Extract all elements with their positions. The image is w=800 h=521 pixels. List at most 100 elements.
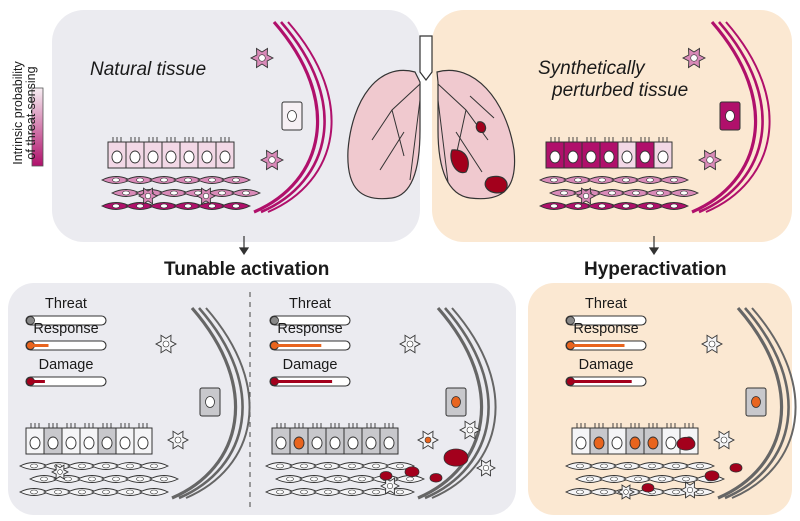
epithelial-cell <box>61 423 81 455</box>
tunable-low-damage-gauge <box>25 376 107 387</box>
fiber-bundle <box>253 20 333 214</box>
tunable-high-response-label: Response <box>277 321 343 337</box>
epithelial-cell <box>571 423 591 455</box>
epithelial-cell <box>133 423 153 455</box>
perturbed-tissue-illustration <box>538 20 771 214</box>
epithelial-cell <box>343 423 363 455</box>
fiber-cell <box>281 101 303 131</box>
fiber-cell <box>719 101 741 131</box>
tunable-activation-panel <box>8 283 516 515</box>
fiber-bundle <box>717 306 797 500</box>
epithelial-cell <box>599 137 619 169</box>
tunable-low-tissue-illustration <box>18 306 251 500</box>
tunable-low-threat-gauge <box>25 315 107 326</box>
tunable-low-response-label: Response <box>33 321 99 337</box>
epithelial-cell <box>653 137 673 169</box>
immune-cell <box>399 334 421 354</box>
tunable-low-response-fill <box>30 344 49 347</box>
hyper-response-label: Response <box>573 321 639 337</box>
epithelial-cell <box>43 423 63 455</box>
damage-lesion <box>704 470 720 482</box>
fiber-cell <box>745 387 767 417</box>
tunable-high-damage-gauge <box>269 376 351 387</box>
damage-lesion <box>729 463 743 473</box>
immune-cell <box>713 430 735 450</box>
stromal-layer <box>538 176 700 210</box>
perturbed-tissue-label-line1: Synthetically <box>538 58 645 79</box>
natural-tissue-panel <box>52 10 420 242</box>
perturbed-tissue-label-line2: perturbed tissue <box>552 80 689 101</box>
tunable-high-threat-gauge <box>269 315 351 326</box>
hyper-threat-gauge <box>565 315 647 326</box>
epithelial-cell <box>545 137 565 169</box>
hyper-damage-fill <box>570 380 632 383</box>
fiber-cell <box>445 387 467 417</box>
epithelial-cell <box>379 423 399 455</box>
tunable-low-threat-fill <box>30 319 35 322</box>
immune-cell <box>250 47 274 69</box>
tunable-high-response-fill <box>274 344 322 347</box>
epithelial-cell <box>215 137 235 169</box>
damage-lesion <box>429 473 443 483</box>
hyper-damage-label: Damage <box>578 357 634 373</box>
epithelial-cell <box>661 423 681 455</box>
damage-lesion <box>676 436 696 451</box>
tunable-high-damage-label: Damage <box>282 357 338 373</box>
epithelial-cell <box>581 137 601 169</box>
hyper-response-fill <box>570 344 625 347</box>
immune-cell <box>617 484 635 500</box>
epithelial-cell <box>179 137 199 169</box>
immune-cell <box>155 334 177 354</box>
epithelial-cell <box>607 423 627 455</box>
damage-lesion <box>443 448 469 467</box>
epithelial-cell <box>563 137 583 169</box>
tunable-high-damage-fill <box>274 380 333 383</box>
epithelial-cell <box>143 137 163 169</box>
tunable-high-threat-fill <box>274 319 279 322</box>
epithelial-cell <box>643 423 663 455</box>
fiber-bundle <box>417 306 497 500</box>
immune-cell <box>260 149 284 171</box>
tunable-high-tissue-illustration <box>264 306 497 500</box>
hyperactivation-heading: Hyperactivation <box>584 259 727 280</box>
immune-cell <box>576 187 596 205</box>
immune-cell <box>380 477 400 495</box>
tunable-low-threat-label: Threat <box>45 296 87 312</box>
immune-cell <box>417 430 439 450</box>
epithelial-cell <box>361 423 381 455</box>
epithelial-cell <box>617 137 637 169</box>
epithelial-cell <box>161 137 181 169</box>
epithelial-cell <box>107 137 127 169</box>
arrow-natural-down <box>238 236 250 256</box>
immune-cell <box>682 47 706 69</box>
natural-tissue-illustration <box>100 20 333 214</box>
epithelial-cell <box>79 423 99 455</box>
perturbed-tissue-panel <box>432 10 792 242</box>
natural-tissue-label: Natural tissue <box>90 59 207 80</box>
hyper-threat-fill <box>570 319 575 322</box>
fiber-bundle <box>691 20 771 214</box>
epithelial-cell <box>25 423 45 455</box>
epithelial-cell <box>271 423 291 455</box>
hyper-response-gauge <box>565 340 647 351</box>
immune-cell <box>51 464 69 480</box>
tunable-low-response-gauge <box>25 340 107 351</box>
fiber-bundle <box>171 306 251 500</box>
immune-cell <box>459 420 481 440</box>
legend-title-line2: of threat-sensing <box>24 66 38 160</box>
stromal-layer <box>264 462 426 496</box>
immune-cell <box>196 187 216 205</box>
tunable-activation-heading: Tunable activation <box>164 259 330 280</box>
damage-lesion <box>379 471 393 481</box>
fiber-cell <box>199 387 221 417</box>
epithelial-cell <box>307 423 327 455</box>
stromal-layer <box>100 176 262 210</box>
immune-cell <box>167 430 189 450</box>
immune-cell <box>698 149 722 171</box>
epithelial-cell <box>589 423 609 455</box>
immune-cell <box>701 334 723 354</box>
damage-lesion <box>404 466 420 478</box>
epithelial-cell <box>97 423 117 455</box>
threat-sensing-gradient-bar <box>31 87 44 167</box>
